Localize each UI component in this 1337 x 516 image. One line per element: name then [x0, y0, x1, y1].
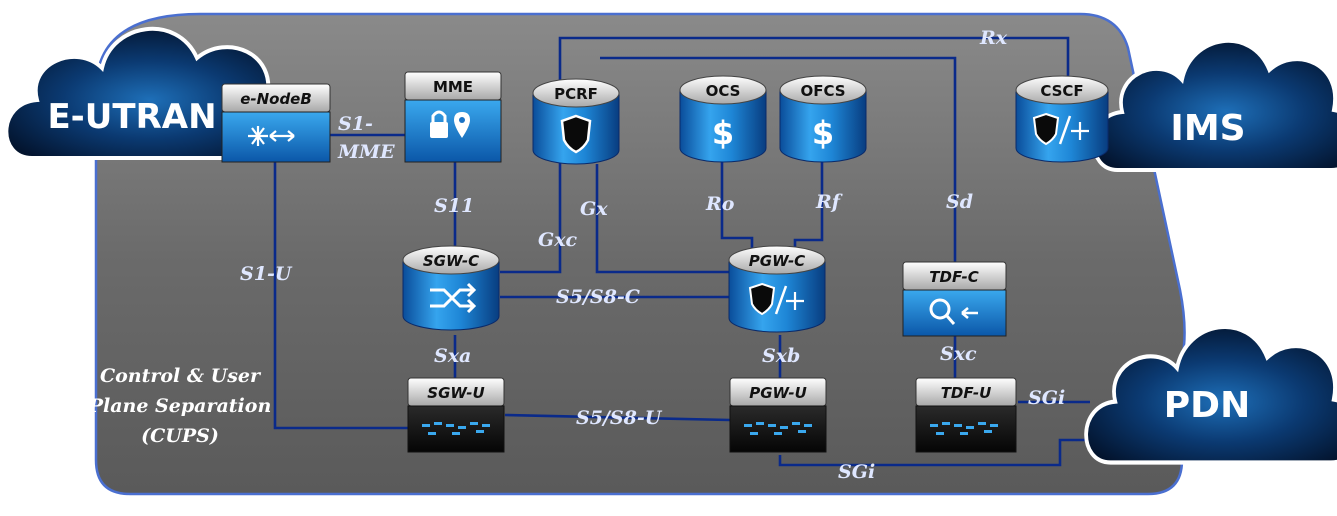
- node-cscf: CSCF: [1015, 75, 1109, 163]
- shield-arrows-icon: [1032, 112, 1089, 146]
- label-s1mme-line2: MME: [337, 141, 395, 163]
- lock-location-icon: [430, 110, 470, 138]
- shuffle-icon: [430, 282, 477, 314]
- cups-note: Control & User Plane Separation (CUPS): [88, 365, 272, 447]
- node-pgwu: PGW-U: [729, 377, 827, 453]
- dollar-icon: $: [712, 114, 734, 152]
- cloud-eutran-label: E-UTRAN: [47, 97, 216, 137]
- label-s11: S11: [434, 195, 474, 217]
- cups-note-line2: Plane Separation: [88, 395, 272, 417]
- node-sgwu-label: SGW-U: [427, 384, 484, 402]
- label-s1u: S1-U: [240, 263, 293, 285]
- node-sgwc-label: SGW-C: [423, 252, 479, 270]
- traffic-lights-icon: [422, 422, 490, 435]
- dollar-icon: $: [812, 114, 834, 152]
- node-sgwc: SGW-C: [402, 245, 500, 331]
- cups-note-line1: Control & User: [100, 365, 262, 387]
- cloud-ims: IMS: [1091, 38, 1337, 172]
- cloud-eutran: E-UTRAN: [4, 26, 295, 160]
- node-mme-label: MME: [433, 78, 473, 96]
- cloud-pdn: PDN: [1086, 327, 1337, 463]
- magnifier-icon: [929, 298, 978, 325]
- label-gx: Gx: [580, 198, 608, 220]
- node-ofcs-label: OFCS: [800, 82, 845, 100]
- link-rf: [793, 158, 824, 252]
- link-s1u: [273, 160, 410, 430]
- link-s5s8u: [504, 413, 731, 422]
- link-ro: [720, 158, 754, 252]
- label-s5s8c: S5/S8-C: [556, 286, 640, 308]
- label-sd: Sd: [946, 191, 973, 213]
- node-pgwc-label: PGW-C: [749, 252, 805, 270]
- label-s5s8u: S5/S8-U: [576, 407, 663, 429]
- node-tdfu-label: TDF-U: [941, 384, 992, 402]
- antenna-arrows-icon: [248, 126, 295, 146]
- node-tdfc: TDF-C: [902, 261, 1007, 337]
- shield-arrows-icon: [748, 282, 804, 316]
- node-ocs-label: OCS: [706, 82, 741, 100]
- link-gxc: [500, 36, 1070, 274]
- node-ofcs: OFCS $: [779, 75, 867, 163]
- shield-icon: [560, 114, 592, 154]
- cups-note-line3: (CUPS): [141, 425, 219, 447]
- node-cscf-label: CSCF: [1040, 82, 1083, 100]
- label-rf: Rf: [815, 191, 843, 213]
- cloud-pdn-label: PDN: [1164, 385, 1250, 426]
- node-ocs: OCS $: [679, 75, 767, 163]
- link-gx: [595, 164, 730, 274]
- node-pgwu-label: PGW-U: [749, 384, 807, 402]
- node-pcrf-label: PCRF: [554, 85, 598, 103]
- node-tdfc-label: TDF-C: [929, 268, 978, 286]
- link-sgi-pgw: [778, 438, 1100, 467]
- traffic-lights-icon: [744, 422, 812, 435]
- label-sgi-tdf: SGi: [1028, 387, 1065, 409]
- link-sd: [600, 56, 957, 262]
- label-rx: Rx: [979, 27, 1008, 49]
- node-pcrf: PCRF: [532, 78, 620, 165]
- label-gxc: Gxc: [538, 229, 578, 251]
- traffic-lights-icon: [930, 422, 998, 435]
- label-sxb: Sxb: [762, 345, 800, 367]
- node-enodeb: e-NodeB: [221, 83, 331, 163]
- cloud-ims-label: IMS: [1170, 108, 1245, 149]
- node-pgwc: PGW-C: [728, 245, 826, 333]
- node-enodeb-label: e-NodeB: [240, 90, 312, 108]
- label-s1mme-line1: S1-: [338, 113, 373, 135]
- interface-links: [273, 36, 1100, 467]
- node-tdfu: TDF-U: [915, 377, 1017, 453]
- label-sxa: Sxa: [434, 345, 471, 367]
- node-mme: MME: [404, 71, 502, 163]
- label-sgi-pgw: SGi: [838, 461, 875, 483]
- node-sgwu: SGW-U: [407, 377, 505, 453]
- label-ro: Ro: [705, 193, 735, 215]
- label-sxc: Sxc: [940, 343, 977, 365]
- interface-labels: S1- MME S11 Gx Gxc Ro Rf Sd Rx S1-U S5/S…: [240, 27, 1065, 483]
